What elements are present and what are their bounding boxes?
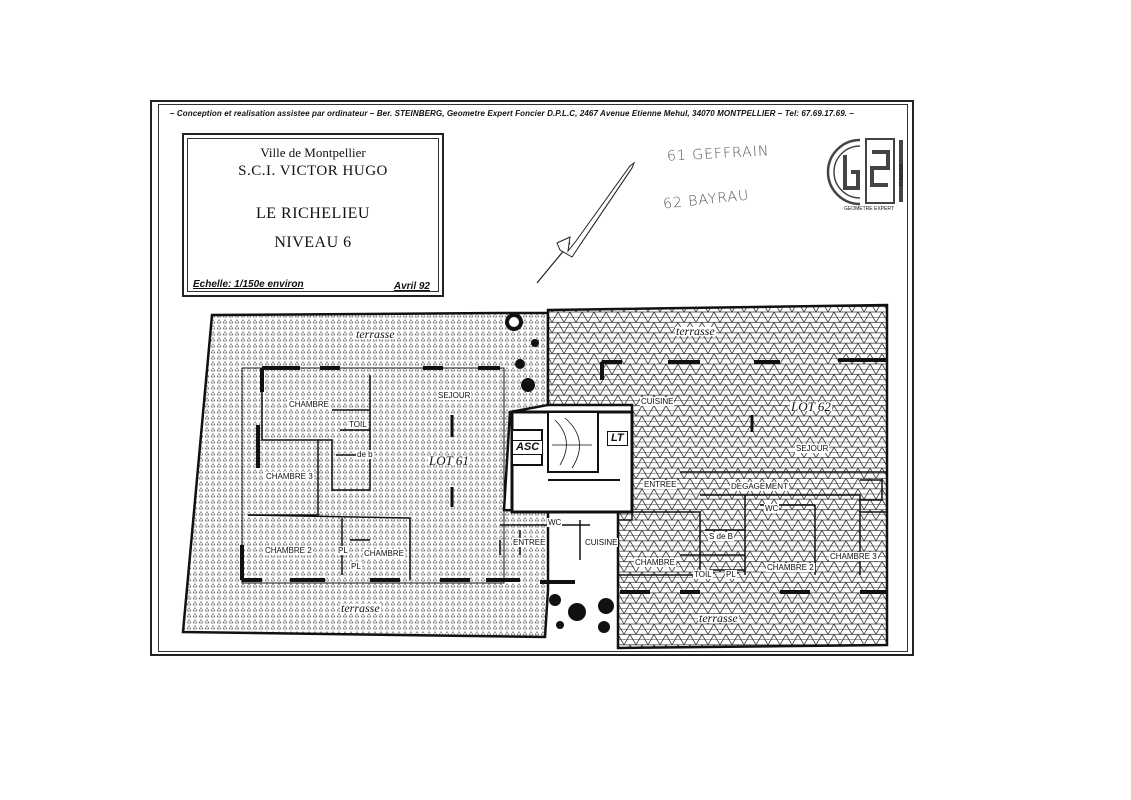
lot-61-area — [181, 311, 550, 639]
date-label: Avril 92 — [393, 281, 430, 292]
room-label: TOIL — [348, 420, 368, 429]
room-label: PL — [337, 546, 349, 555]
elevator-label: ASC — [512, 440, 544, 455]
terrace-label: terrasse — [340, 601, 381, 615]
room-label: CHAMBRE — [634, 558, 677, 567]
terrace-label: terrasse — [355, 327, 396, 341]
stair-label: LT — [607, 431, 628, 446]
city-name: Ville de Montpellier — [260, 145, 366, 160]
logo-caption: GEOMETRE EXPERT — [844, 206, 894, 212]
room-label: CHAMBRE 2 — [766, 563, 815, 572]
room-label: de b — [356, 450, 374, 459]
scale-label: Echelle: 1/150e environ — [193, 279, 304, 290]
lot-61-label: LOT 61 — [428, 453, 470, 468]
room-label: SEJOUR — [437, 391, 472, 400]
circulation-core — [510, 410, 634, 514]
geometre-expert-logo-icon — [826, 138, 903, 206]
title-cartouche: Ville de Montpellier S.C.I. VICTOR HUGO … — [182, 133, 444, 297]
company-name: S.C.I. VICTOR HUGO — [238, 163, 388, 179]
credit-line: – Conception et realisation assistee par… — [170, 109, 854, 118]
room-label: WC — [547, 518, 563, 527]
outer-frame — [150, 100, 914, 656]
room-label: TOIL — [693, 570, 713, 579]
planting-icons — [505, 313, 614, 633]
building-name: LE RICHELIEU — [256, 205, 370, 222]
room-label: S de B — [708, 532, 735, 541]
room-label: CHAMBRE — [288, 400, 331, 409]
inner-frame — [158, 104, 908, 652]
room-label: DEGAGEMENT — [730, 482, 789, 491]
room-label: CHAMBRE 3 — [265, 472, 314, 481]
north-arrow-icon — [536, 161, 636, 284]
level-name: NIVEAU 6 — [274, 234, 352, 251]
terrace-label: terrasse — [675, 324, 716, 338]
room-label: CUISINE — [584, 538, 619, 547]
room-label: WC — [764, 504, 780, 513]
room-label: PL — [725, 570, 737, 579]
lot-62-walls — [600, 358, 887, 594]
room-label: PL — [350, 562, 362, 571]
terrace-label: terrasse — [698, 611, 739, 625]
room-label: CHAMBRE — [363, 549, 406, 558]
lot-61-walls — [240, 366, 590, 584]
room-label: SEJOUR — [795, 444, 830, 453]
room-label: ENTREE — [512, 538, 547, 547]
room-label: CUISINE — [640, 397, 675, 406]
lot-62-label: LOT 62 — [790, 399, 832, 414]
title-cartouche-inner: Ville de Montpellier S.C.I. VICTOR HUGO … — [187, 138, 439, 292]
room-label: CHAMBRE 2 — [264, 546, 313, 555]
room-label: CHAMBRE 3 — [829, 552, 878, 561]
logo-side-text: FONCIER — [899, 163, 905, 187]
room-label: ENTREE — [643, 480, 678, 489]
